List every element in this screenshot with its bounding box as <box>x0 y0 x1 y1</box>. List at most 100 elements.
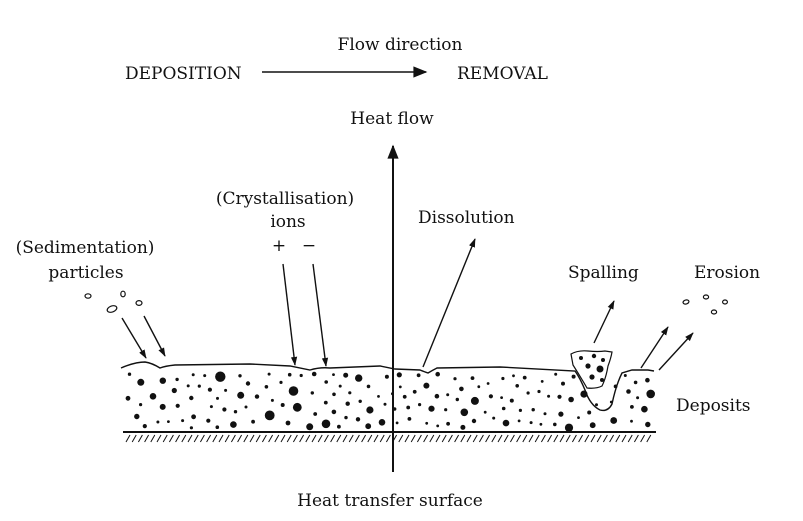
heat-transfer-surface-label: Heat transfer surface <box>297 491 483 511</box>
deposit-particle <box>540 380 544 383</box>
deposition-label: DEPOSITION <box>125 64 242 84</box>
deposit-particle <box>159 403 166 410</box>
deposit-particle <box>488 394 493 399</box>
deposit-particle <box>425 421 429 425</box>
deposit-particle <box>343 372 349 378</box>
deposit-particle <box>215 425 220 430</box>
deposit-particle <box>537 389 541 394</box>
deposit-particle <box>254 394 260 399</box>
deposit-particle <box>486 382 490 385</box>
dissolution-arrow <box>422 238 476 368</box>
deposit-particle <box>471 418 477 424</box>
deposit-particle <box>470 396 479 405</box>
deposit-particle <box>384 374 389 379</box>
deposit-particle <box>561 381 565 386</box>
hatch-mark <box>354 434 360 443</box>
deposit-particle <box>125 395 131 401</box>
hatch-mark <box>491 434 497 443</box>
hatch-mark <box>175 434 181 443</box>
hatch-mark <box>478 434 484 443</box>
hatch-mark <box>187 434 193 443</box>
deposit-particle <box>470 376 475 380</box>
deposit-particle <box>626 389 631 394</box>
deposit-particle <box>571 374 576 379</box>
deposit-particle <box>181 419 185 423</box>
hatch-mark <box>305 434 311 443</box>
hatch-mark <box>230 434 236 443</box>
heat-flow-label: Heat flow <box>350 109 434 129</box>
hatch-mark <box>367 434 373 443</box>
crystallisation-label: (Crystallisation) <box>216 189 354 209</box>
deposit-particle <box>285 420 291 426</box>
deposit-particle <box>585 363 591 369</box>
ions-label: ions <box>270 212 305 232</box>
flow-direction-label: Flow direction <box>338 35 463 55</box>
deposit-particle <box>416 373 421 378</box>
deposit-particle <box>237 391 245 399</box>
hatch-mark <box>150 434 156 443</box>
deposit-particle <box>171 387 177 394</box>
deposit-particle <box>365 423 372 430</box>
deposit-particle <box>288 386 299 396</box>
deposit-particle <box>522 375 527 380</box>
hatch-mark <box>485 434 491 443</box>
deposit-particle <box>344 415 348 420</box>
hatch-mark <box>596 434 602 443</box>
deposit-particle <box>345 401 350 406</box>
deposit-particle <box>502 419 510 427</box>
deposit-particle <box>633 380 638 385</box>
deposit-particle <box>245 381 251 386</box>
deposit-particle <box>398 385 402 389</box>
hatch-mark <box>627 434 633 443</box>
hatch-mark <box>578 434 584 443</box>
deposit-particle <box>446 393 450 397</box>
deposit-particle <box>539 422 543 426</box>
deposit-particle <box>610 417 618 424</box>
hatch-mark <box>144 434 150 443</box>
deposit-particle <box>383 402 387 406</box>
hatch-mark <box>243 434 249 443</box>
sediment-arrow-1 <box>121 317 147 359</box>
deposit-particles <box>125 353 655 432</box>
positive-ion-label: + <box>272 236 286 256</box>
hatch-mark <box>404 434 410 443</box>
deposit-particle <box>355 417 361 422</box>
deposit-particle <box>338 384 342 388</box>
deposit-particle <box>418 403 422 407</box>
deposit-particle <box>267 372 271 376</box>
deposit-particle <box>175 377 179 382</box>
hatch-mark <box>255 434 261 443</box>
deposit-particle <box>579 356 583 360</box>
hatch-mark <box>292 434 298 443</box>
deposit-particle <box>358 399 362 403</box>
hatch-mark <box>218 434 224 443</box>
deposit-particle <box>435 371 441 377</box>
deposit-particle <box>377 395 380 398</box>
deposit-particle <box>406 405 411 410</box>
hatch-mark <box>125 434 131 443</box>
erosion-label: Erosion <box>694 263 760 283</box>
deposit-particle <box>366 406 374 414</box>
deposit-particle <box>595 403 598 407</box>
deposit-particle <box>348 391 352 395</box>
hatch-mark <box>534 434 540 443</box>
deposits-label: Deposits <box>676 396 751 416</box>
deposit-particle <box>460 408 469 417</box>
deposit-particle <box>238 374 242 378</box>
deposit-particle <box>636 396 640 400</box>
surface-hatching <box>125 434 652 443</box>
hatch-mark <box>454 434 460 443</box>
hatch-mark <box>379 434 385 443</box>
hatch-mark <box>168 434 174 443</box>
deposit-particle <box>477 385 481 389</box>
deposit-particle <box>641 405 648 413</box>
deposit-particle <box>577 416 580 419</box>
hatch-mark <box>646 434 652 443</box>
deposit-particle <box>428 405 435 412</box>
hatch-mark <box>429 434 435 443</box>
hatch-mark <box>621 434 627 443</box>
hatch-mark <box>181 434 187 443</box>
deposit-particle <box>531 408 535 412</box>
hatch-mark <box>528 434 534 443</box>
hatch-mark <box>224 434 230 443</box>
